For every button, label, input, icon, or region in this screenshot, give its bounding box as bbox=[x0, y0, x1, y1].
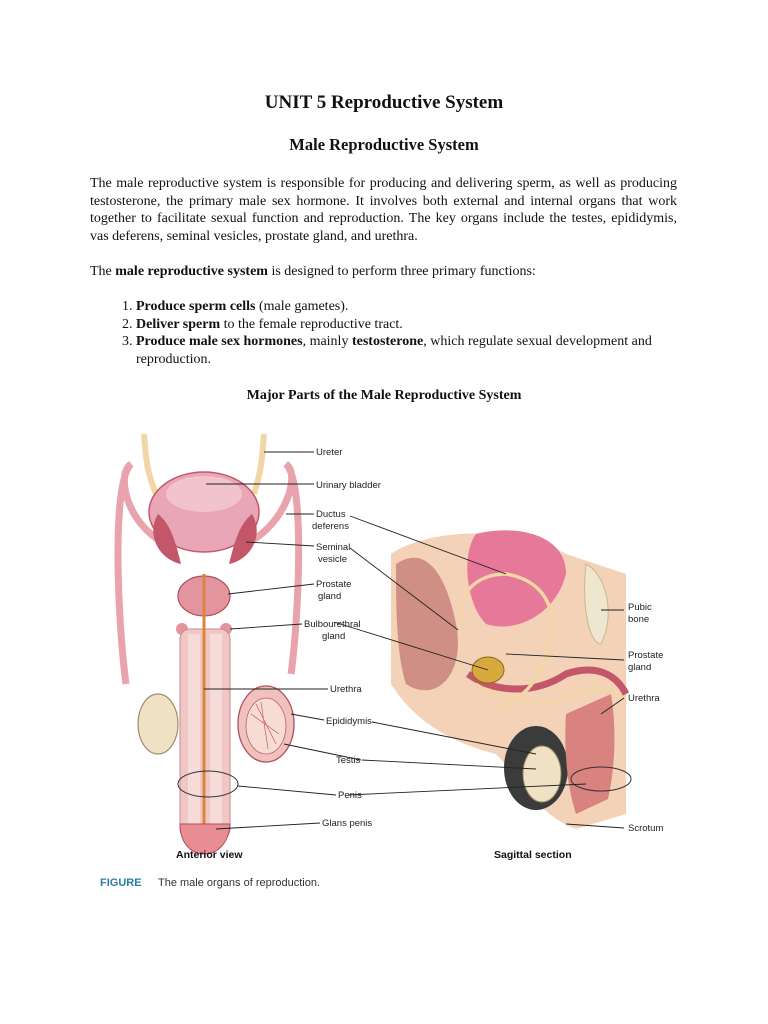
label-pubic-bone: bone bbox=[628, 614, 649, 625]
function-item-text: (male gametes). bbox=[255, 299, 349, 314]
label-glans-penis: Glans penis bbox=[322, 818, 372, 829]
label-scrotum: Scrotum bbox=[628, 823, 663, 834]
label-prostate-gland: Prostate bbox=[316, 579, 351, 590]
anatomy-figure: Ureter Urinary bladder Ductus deferens S… bbox=[100, 433, 663, 889]
label-epididymis: Epididymis bbox=[326, 716, 372, 727]
label-urethra-sagittal: Urethra bbox=[628, 693, 660, 704]
label-urethra: Urethra bbox=[330, 684, 362, 695]
function-item-bold: Deliver sperm bbox=[136, 316, 221, 332]
functions-list: Produce sperm cells (male gametes). Deli… bbox=[90, 298, 723, 368]
page-title: UNIT 5 Reproductive System bbox=[264, 92, 504, 113]
sagittal-leader-lines bbox=[333, 515, 625, 829]
function-item: Produce male sex hormones, mainly testos… bbox=[136, 333, 723, 368]
label-seminal-vesicle: Seminal bbox=[316, 542, 350, 553]
figure-caption-text: The male organs of reproduction. bbox=[158, 877, 320, 889]
label-ductus-deferens: deferens bbox=[312, 521, 349, 532]
function-item-text: to the female reproductive tract. bbox=[220, 316, 403, 332]
label-seminal-vesicle: vesicle bbox=[318, 554, 347, 565]
anterior-view-illustration bbox=[114, 433, 303, 855]
label-bulbourethral-gland: Bulbourethral bbox=[304, 619, 361, 630]
function-item-text: , mainly bbox=[302, 334, 352, 349]
label-prostate-gland-sagittal: gland bbox=[628, 662, 651, 673]
label-bulbourethral-gland: gland bbox=[322, 631, 345, 642]
functions-intro-bold: male reproductive system bbox=[115, 264, 268, 279]
function-item-bold: Produce sperm cells bbox=[136, 299, 256, 314]
function-item-bold: Produce male sex hormones bbox=[136, 334, 303, 349]
label-testis: Testis bbox=[336, 755, 361, 766]
label-ureter: Ureter bbox=[316, 447, 342, 458]
label-penis: Penis bbox=[338, 790, 362, 801]
label-ductus-deferens: Ductus bbox=[316, 509, 346, 520]
functions-intro-after: is designed to perform three primary fun… bbox=[267, 264, 536, 279]
sagittal-section-illustration bbox=[391, 530, 632, 829]
label-urinary-bladder: Urinary bladder bbox=[316, 480, 381, 491]
function-item: Deliver sperm to the female reproductive… bbox=[136, 316, 723, 334]
label-pubic-bone: Pubic bbox=[628, 602, 652, 613]
function-item: Produce sperm cells (male gametes). bbox=[136, 298, 723, 316]
figure-caption-key: FIGURE bbox=[100, 877, 142, 889]
anterior-leader-lines bbox=[204, 451, 362, 830]
anterior-view-label: Anterior view bbox=[176, 849, 243, 861]
intro-paragraph: The male reproductive system is responsi… bbox=[90, 176, 677, 244]
figure-heading: Major Parts of the Male Reproductive Sys… bbox=[246, 388, 522, 403]
functions-intro-before: The bbox=[90, 264, 116, 279]
sagittal-section-label: Sagittal section bbox=[494, 849, 572, 861]
label-prostate-gland-sagittal: Prostate bbox=[628, 650, 663, 661]
functions-intro: The male reproductive system is designed… bbox=[90, 263, 677, 281]
section-subtitle: Male Reproductive System bbox=[289, 135, 479, 154]
function-item-text: , which regulate sexual development and … bbox=[136, 334, 652, 367]
function-item-bold: testosterone bbox=[351, 334, 424, 349]
label-prostate-gland: gland bbox=[318, 591, 341, 602]
